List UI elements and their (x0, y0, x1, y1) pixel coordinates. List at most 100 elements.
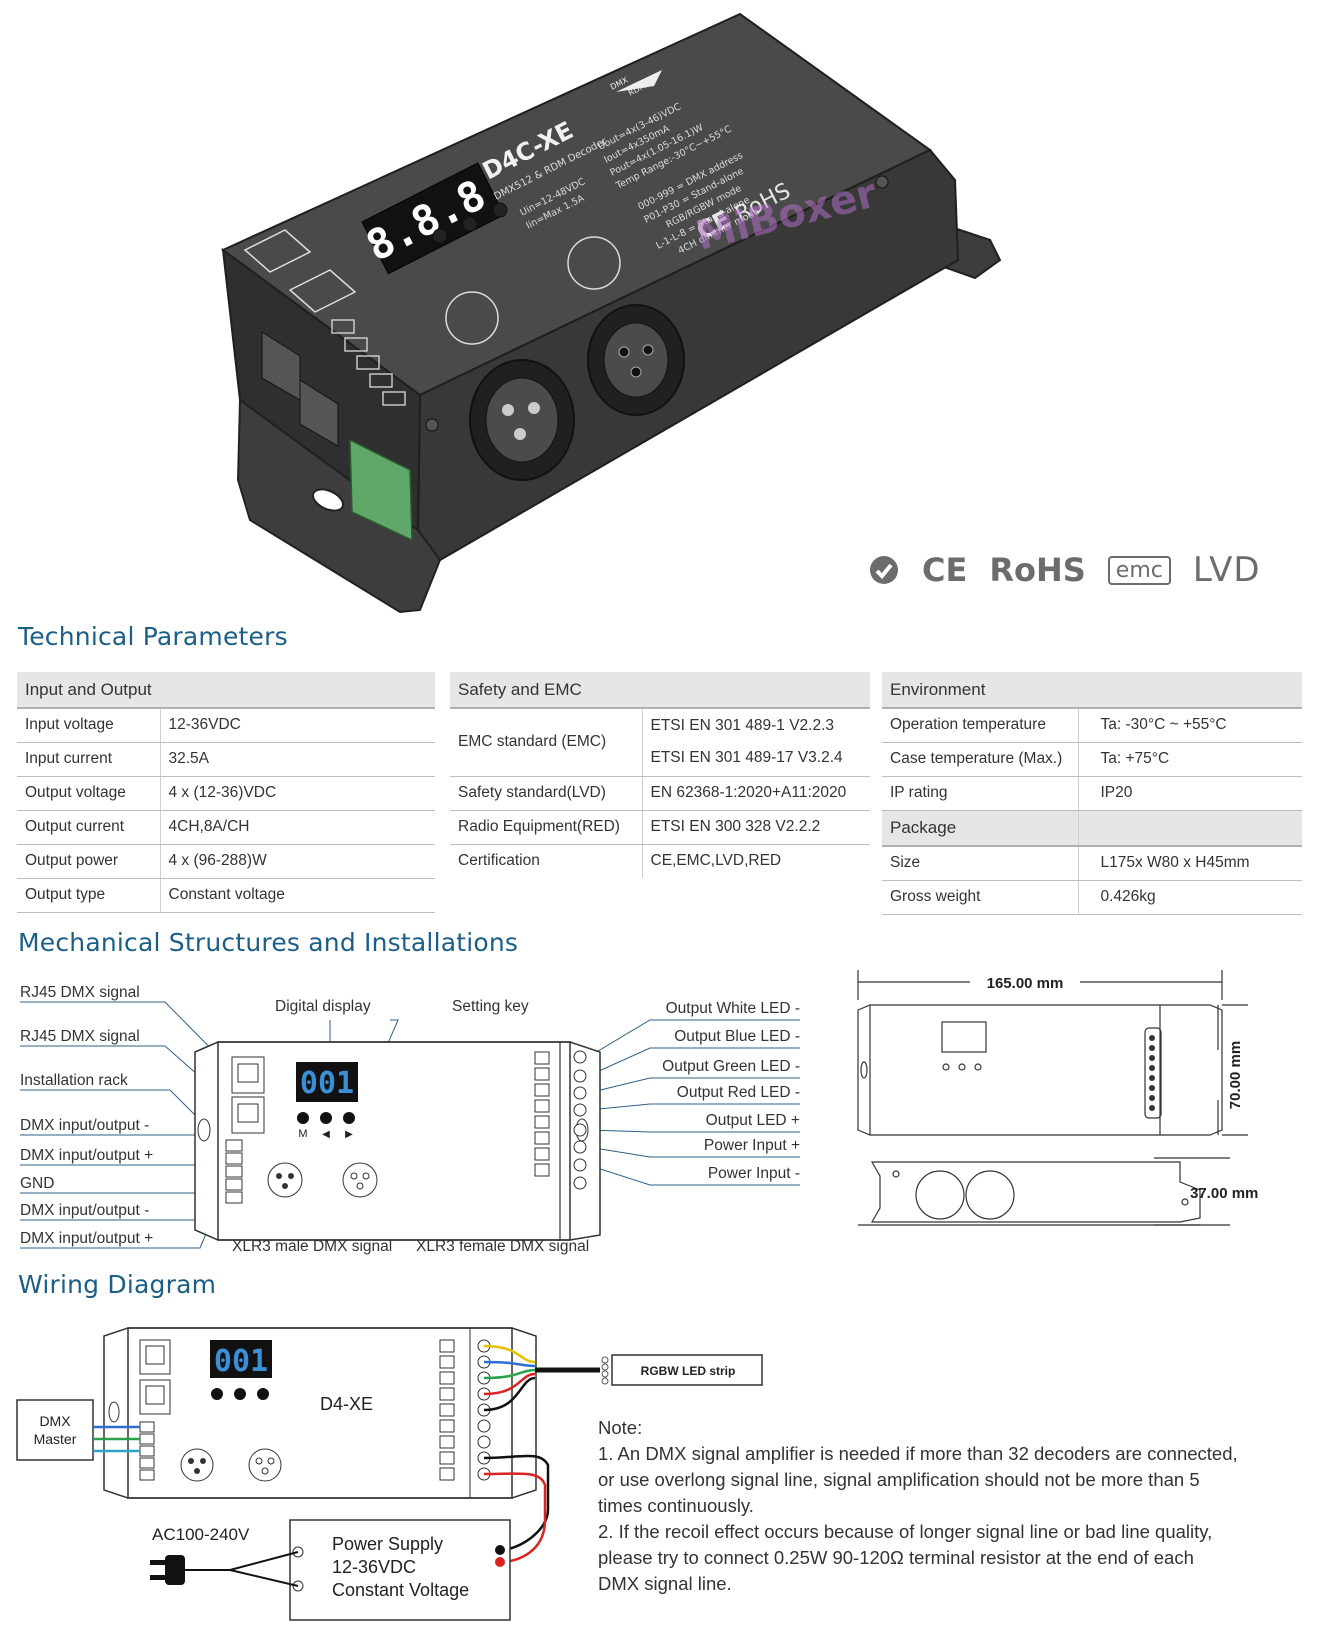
label-dmx-minus-2: DMX input/output - (20, 1202, 150, 1219)
wiring-device-label: D4-XE (320, 1394, 373, 1414)
param-label: Safety standard(LVD) (450, 776, 642, 811)
wiring-display: 001 (214, 1344, 268, 1379)
param-value: 4 x (12-36)VDC (159, 776, 435, 811)
param-value: Constant voltage (159, 878, 435, 913)
ac-label: AC100-240V (152, 1525, 250, 1544)
label-gnd: GND (20, 1175, 55, 1192)
param-value: 0.426kg (1077, 880, 1302, 915)
package-header: Package (882, 810, 1078, 847)
note-title: Note: (598, 1417, 643, 1438)
mechanical-title: Mechanical Structures and Installations (18, 928, 519, 957)
dim-height: 70.00 mm (1227, 1041, 1244, 1109)
wiring-title: Wiring Diagram (18, 1270, 217, 1299)
label-rj45-1: RJ45 DMX signal (20, 984, 140, 1001)
check-certification-icon (870, 556, 898, 584)
label-xlr-male: XLR3 male DMX signal (232, 1238, 393, 1255)
param-value: Ta: +75°C (1077, 742, 1302, 777)
param-value: ETSI EN 301 489-1 V2.2.3 (650, 717, 835, 735)
table-row: EMC standard (EMC) ETSI EN 301 489-1 V2.… (450, 708, 870, 777)
power-plug-icon (150, 1551, 299, 1587)
safety-emc-table: Safety and EMC EMC standard (EMC) ETSI E… (450, 672, 870, 878)
param-label: Certification (458, 852, 540, 870)
dim-width: 165.00 mm (987, 975, 1064, 992)
table-row: Safety standard(LVD)EN 62368-1:2020+A11:… (450, 776, 870, 811)
label-output-green: Output Green LED - (662, 1058, 800, 1075)
label-output-white: Output White LED - (665, 1000, 800, 1017)
label-xlr-female: XLR3 female DMX signal (416, 1238, 590, 1255)
param-value: 12-36VDC (159, 708, 435, 743)
param-label: Size (882, 846, 1078, 881)
label-installation-rack: Installation rack (20, 1072, 128, 1089)
lvd-logo: LVD (1192, 550, 1261, 590)
dimension-drawing: 165.00 mm 70.00 mm 37.00 mm (857, 970, 1258, 1226)
param-value: IP20 (1077, 776, 1302, 811)
dmx-master-label-2: Master (34, 1431, 77, 1447)
key-label-m: M (298, 1128, 307, 1140)
wiring-notes: Note: 1. An DMX signal amplifier is need… (598, 1415, 1238, 1597)
psu-line-2: 12-36VDC (332, 1557, 416, 1577)
label-setting-key: Setting key (452, 998, 529, 1015)
dim-depth: 37.00 mm (1190, 1185, 1258, 1202)
label-dmx-minus-1: DMX input/output - (20, 1117, 150, 1134)
label-rj45-2: RJ45 DMX signal (20, 1028, 140, 1045)
param-label: Input voltage (17, 708, 160, 743)
mech-display: 001 (300, 1066, 354, 1101)
environment-header: Environment (882, 672, 1302, 709)
psu-line-3: Constant Voltage (332, 1580, 469, 1600)
param-label: Input current (17, 742, 160, 777)
note-1: 1. An DMX signal amplifier is needed if … (598, 1443, 1238, 1516)
param-label: Output power (17, 844, 160, 879)
label-digital-display: Digital display (275, 998, 371, 1015)
dmx-master-label-1: DMX (39, 1413, 71, 1429)
table-row: Radio Equipment(RED)ETSI EN 300 328 V2.2… (450, 810, 870, 845)
param-value: ETSI EN 301 489-17 V3.2.4 (650, 749, 843, 767)
param-value: CE,EMC,LVD,RED (641, 844, 870, 878)
param-label: Output voltage (17, 776, 160, 811)
param-value: ETSI EN 300 328 V2.2.2 (641, 810, 870, 845)
ce-logo: CE (922, 551, 968, 589)
table-row: Certification CE,EMC,LVD,RED (450, 844, 870, 878)
label-output-blue: Output Blue LED - (674, 1028, 800, 1045)
key-label-left: ◀ (322, 1129, 330, 1140)
label-dmx-plus-2: DMX input/output + (20, 1230, 154, 1247)
rohs-logo: RoHS (989, 551, 1086, 589)
note-2: 2. If the recoil effect occurs because o… (598, 1521, 1213, 1594)
param-label: Output type (17, 878, 160, 913)
label-output-red: Output Red LED - (676, 1084, 800, 1101)
param-value: L175x W80 x H45mm (1077, 846, 1302, 881)
wiring-diagram: 001 D4-XE RGBW LED strip DMX Master Powe… (16, 1327, 763, 1621)
param-label: Output current (17, 810, 160, 845)
param-label: IP rating (882, 776, 1078, 811)
emc-logo: emc (1107, 555, 1171, 585)
table-row: Case temperature (Max.)Ta: +75°C (882, 742, 1302, 777)
label-output-led-plus: Output LED + (705, 1112, 800, 1129)
product-image: 8.8.8 D4C-XE DMX512 & RDM Decoder Uin=12… (221, 12, 1002, 614)
psu-line-1: Power Supply (332, 1534, 443, 1554)
param-value: Ta: -30°C ~ +55°C (1077, 708, 1302, 743)
param-label: Case temperature (Max.) (882, 742, 1078, 777)
param-label: Gross weight (882, 880, 1078, 915)
mechanical-diagram: 001 M ◀ ▶ (20, 1001, 800, 1249)
certification-logos: CE RoHS emc LVD (868, 548, 1261, 592)
label-power-minus: Power Input - (707, 1165, 800, 1182)
param-value: EN 62368-1:2020+A11:2020 (641, 776, 870, 811)
param-value: 32.5A (159, 742, 435, 777)
param-label: Radio Equipment(RED) (450, 810, 642, 845)
label-power-plus: Power Input + (703, 1137, 800, 1154)
label-dmx-plus-1: DMX input/output + (20, 1147, 154, 1164)
rgbw-strip-label: RGBW LED strip (641, 1364, 736, 1378)
param-label: EMC standard (EMC) (450, 708, 642, 777)
technical-parameters-title: Technical Parameters (18, 622, 288, 651)
safety-emc-header: Safety and EMC (450, 672, 870, 709)
param-value: 4CH,8A/CH (159, 810, 435, 845)
